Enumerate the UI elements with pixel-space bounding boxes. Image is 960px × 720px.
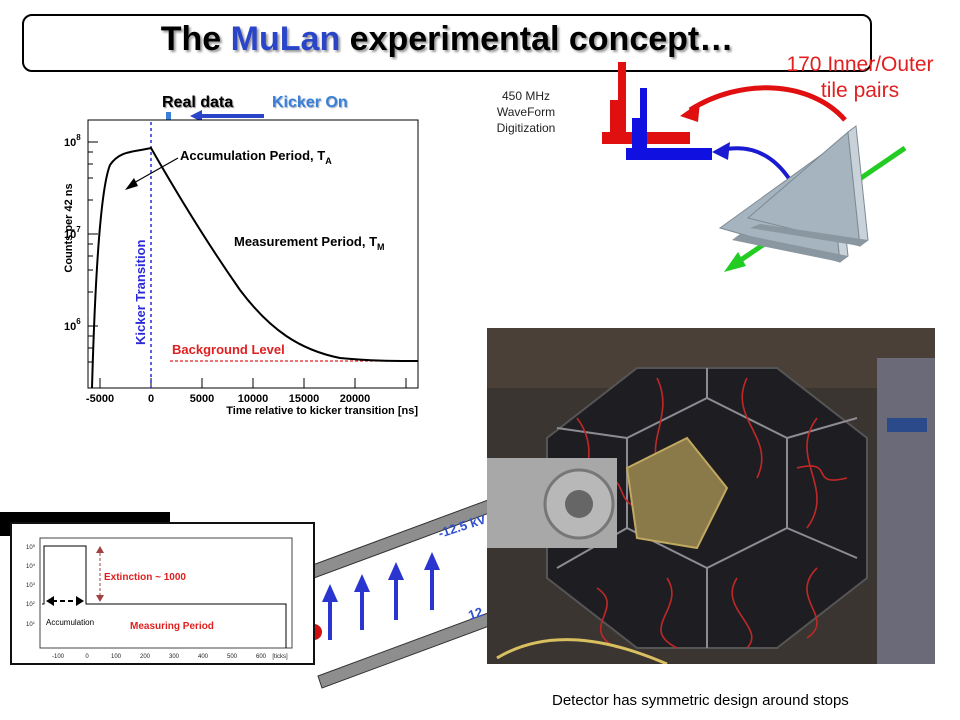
detector-tiles [718, 125, 869, 263]
measurement-period-label: Measurement Period, TM [234, 234, 385, 252]
field-arrowheads [322, 552, 440, 602]
accumulation-pointer [131, 157, 179, 185]
svg-text:600: 600 [256, 654, 267, 660]
photo-rack-panel [887, 418, 927, 432]
y-axis-label: Counts per 42 ns [63, 183, 75, 272]
accumulation-period-label: Accumulation Period, TA [180, 148, 332, 166]
x-axis-label: Time relative to kicker transition [ns] [226, 405, 418, 417]
svg-text:103: 103 [26, 581, 36, 589]
upper-plate [309, 499, 493, 579]
svg-text:300: 300 [169, 654, 180, 660]
extinction-label: Extinction ~ 1000 [104, 572, 186, 583]
svg-text:500: 500 [227, 654, 238, 660]
extinction-arrow-up [96, 546, 104, 553]
detector-tile-diagram [602, 62, 907, 272]
count-curve [91, 146, 419, 389]
inset-signal-trace [42, 545, 287, 648]
accumulation-arrow-left [46, 596, 54, 606]
svg-text:200: 200 [140, 654, 151, 660]
legend-kicker-on: Kicker On [272, 94, 348, 111]
measuring-period-label: Measuring Period [130, 621, 214, 632]
svg-text:-100: -100 [52, 654, 65, 660]
plot-frame [87, 119, 419, 389]
svg-text:106: 106 [64, 317, 81, 333]
inset-accumulation-label: Accumulation [46, 618, 94, 627]
photo-target-cone [625, 436, 729, 550]
tile-pairs-label: 170 Inner/Outer tile pairs [786, 53, 934, 102]
svg-text:0: 0 [85, 654, 89, 660]
photo-pipe-bore [565, 490, 593, 518]
inset-x-ticks: -100 0 100 200 300 400 500 600 [ticks] [52, 654, 288, 660]
detector-photo [487, 328, 935, 664]
lower-plate [317, 609, 500, 689]
legend-real-marker [166, 112, 171, 122]
background-level-label: Background Level [172, 342, 285, 357]
blue-arrowhead [712, 142, 730, 160]
red-arrowhead [680, 102, 700, 122]
y-tick-labels: 108 107 106 [64, 133, 81, 333]
accumulation-pointer-head [125, 178, 138, 190]
digitization-label: 450 MHz WaveForm Digitization [496, 89, 556, 135]
extinction-arrow-down [96, 595, 104, 602]
y-axis-ticks [88, 141, 98, 363]
svg-text:15000: 15000 [289, 393, 320, 405]
photo-yellow-cable [496, 638, 668, 664]
svg-text:100: 100 [111, 654, 122, 660]
kicker-transition-label: Kicker Transition [133, 239, 148, 345]
legend-real-data: Real data [162, 94, 234, 111]
red-curved-arrow [688, 85, 847, 122]
title-frame [22, 14, 872, 72]
x-tick-labels: -5000 0 5000 10000 15000 20000 [86, 393, 370, 405]
stop-target-diagram: -12.5 kV 12 [306, 499, 500, 689]
title-highlight: MuLan [230, 20, 341, 58]
legend-kicker-arrowhead [190, 110, 202, 122]
bottom-voltage-label: 12 [466, 604, 484, 623]
svg-text:400: 400 [198, 654, 209, 660]
blue-waveform [626, 88, 712, 160]
slide-title: The MuLan experimental concept… [160, 20, 734, 58]
svg-text:105: 105 [26, 543, 36, 551]
svg-text:102: 102 [26, 600, 36, 608]
inset-extinction-plot: 105 104 103 102 101 -100 0 100 200 300 4… [10, 522, 315, 665]
svg-text:-5000: -5000 [86, 393, 114, 405]
svg-text:5000: 5000 [190, 393, 214, 405]
inset-plot-svg: 105 104 103 102 101 -100 0 100 200 300 4… [26, 537, 293, 660]
svg-text:107: 107 [64, 225, 81, 241]
svg-text:0: 0 [148, 393, 154, 405]
accumulation-arrow-right [76, 596, 84, 606]
footer-caption: Detector has symmetric design around sto… [552, 692, 849, 709]
svg-text:104: 104 [26, 562, 36, 570]
svg-text:108: 108 [64, 133, 81, 149]
legend-markers [166, 110, 264, 122]
svg-text:101: 101 [26, 620, 36, 628]
svg-text:20000: 20000 [340, 393, 371, 405]
field-arrows [328, 568, 434, 640]
blue-curved-arrow [721, 146, 792, 182]
photo-rack [877, 358, 935, 664]
inset-y-ticks: 105 104 103 102 101 [26, 543, 36, 628]
inset-frame [39, 537, 293, 649]
green-arrowhead [724, 252, 746, 272]
main-count-plot: 108 107 106 -5000 0 5000 10000 15000 200… [63, 119, 419, 417]
svg-text:[ticks]: [ticks] [272, 654, 288, 660]
svg-text:10000: 10000 [238, 393, 269, 405]
